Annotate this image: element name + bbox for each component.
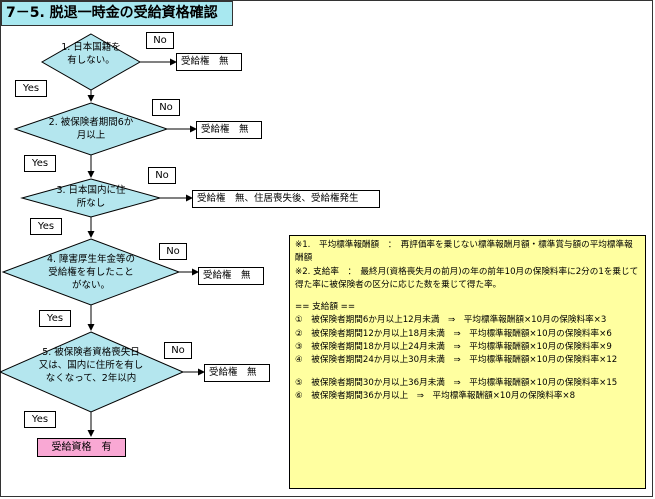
no-label-q3: No <box>148 167 176 184</box>
no-label-q1: No <box>146 32 174 49</box>
result-box-q1: 受給権 無 <box>176 53 242 71</box>
yes-label-q5: Yes <box>24 411 56 428</box>
page-title: 7－5. 脱退一時金の受給資格確認 <box>1 1 233 26</box>
note-item3: ③ 被保険者期間18か月以上24月未満 ⇒ 平均標準報酬額×10月の保険料率×9 <box>295 342 612 353</box>
q5-text: 5. 被保険者資格喪失日又は、国内に住所を有しなくなって、2年以内 <box>38 347 144 384</box>
yes-label-q4: Yes <box>39 310 71 327</box>
note-item1: ① 被保険者期間6か月以上12月未満 ⇒ 平均標準報酬額×10月の保険料率×3 <box>295 315 607 326</box>
result-box-q3: 受給権 無、住居喪失後、受給権発生 <box>192 190 380 208</box>
note-line1: ※1. 平均標準報酬額 ： 再評価率を乗じない標準報酬月額・標準賞与額の平均標準… <box>295 240 633 264</box>
final-result-box: 受給資格 有 <box>37 438 126 457</box>
note-item6: ⑥ 被保険者期間36か月以上 ⇒ 平均標準報酬額×10月の保険料率×8 <box>295 390 576 401</box>
note-line2: ※2. 支給率 ： 最終月(資格喪失月の前月)の年の前年10月の保険料率に2分の… <box>295 266 639 290</box>
yes-label-q2: Yes <box>24 155 56 172</box>
yes-label-q3: Yes <box>30 218 62 235</box>
no-label-q4: No <box>159 243 187 260</box>
note-box: ※1. 平均標準報酬額 ： 再評価率を乗じない標準報酬月額・標準賞与額の平均標準… <box>289 235 646 489</box>
note-item2: ② 被保険者期間12か月以上18月未満 ⇒ 平均標準報酬額×10月の保険料率×6 <box>295 328 612 339</box>
q2-text: 2. 被保険者期間6か月以上 <box>48 117 134 141</box>
no-label-q5: No <box>164 342 192 359</box>
result-box-q5: 受給権 無 <box>204 364 270 382</box>
q4-text: 4. 障害厚生年金等の受給権を有したことがない。 <box>46 254 136 291</box>
result-box-q2: 受給権 無 <box>196 121 262 139</box>
note-item4: ④ 被保険者期間24か月以上30月未満 ⇒ 平均標準報酬額×10月の保険料率×1… <box>295 355 618 366</box>
note-item5: ⑤ 被保険者期間30か月以上36月未満 ⇒ 平均標準報酬額×10月の保険料率×1… <box>295 377 618 388</box>
result-box-q4: 受給権 無 <box>198 267 264 285</box>
no-label-q2: No <box>152 99 180 116</box>
note-header: == 支給額 == <box>295 302 356 313</box>
q3-text: 3. 日本国内に住所なし <box>56 185 126 209</box>
yes-label-q1: Yes <box>15 80 47 97</box>
q1-text: 1. 日本国籍を有しない。 <box>61 42 121 66</box>
